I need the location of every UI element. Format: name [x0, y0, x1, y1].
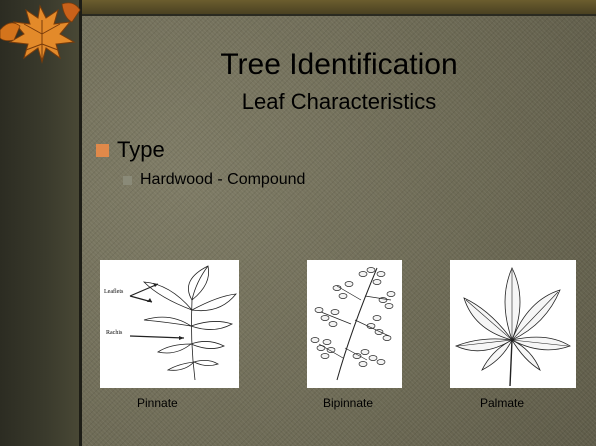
bullet-square-icon: [96, 144, 109, 157]
bipinnate-caption: Bipinnate: [323, 396, 373, 410]
sub-bullet-text: Hardwood - Compound: [140, 171, 305, 189]
slide-title: Tree Identification: [82, 48, 596, 82]
bipinnate-leaf-image: [307, 260, 402, 388]
pinnate-leaf-image: Leaflets Rachis: [100, 260, 239, 388]
palmate-caption: Palmate: [480, 396, 524, 410]
autumn-leaf-icon: [0, 0, 84, 64]
slide-subtitle: Leaf Characteristics: [82, 89, 596, 115]
left-sidebar-bar: [0, 0, 82, 446]
sub-bullet-square-icon: [123, 176, 132, 185]
pinnate-caption: Pinnate: [137, 396, 178, 410]
palmate-leaf-image: [450, 260, 576, 388]
top-bar: [0, 0, 596, 14]
bullet-hardwood-compound: Hardwood - Compound: [123, 171, 305, 189]
top-divider: [82, 14, 596, 16]
rachis-label: Rachis: [106, 330, 123, 336]
leaflets-label: Leaflets: [104, 288, 124, 295]
bullet-type: Type: [96, 137, 165, 163]
bullet-text: Type: [117, 137, 165, 163]
